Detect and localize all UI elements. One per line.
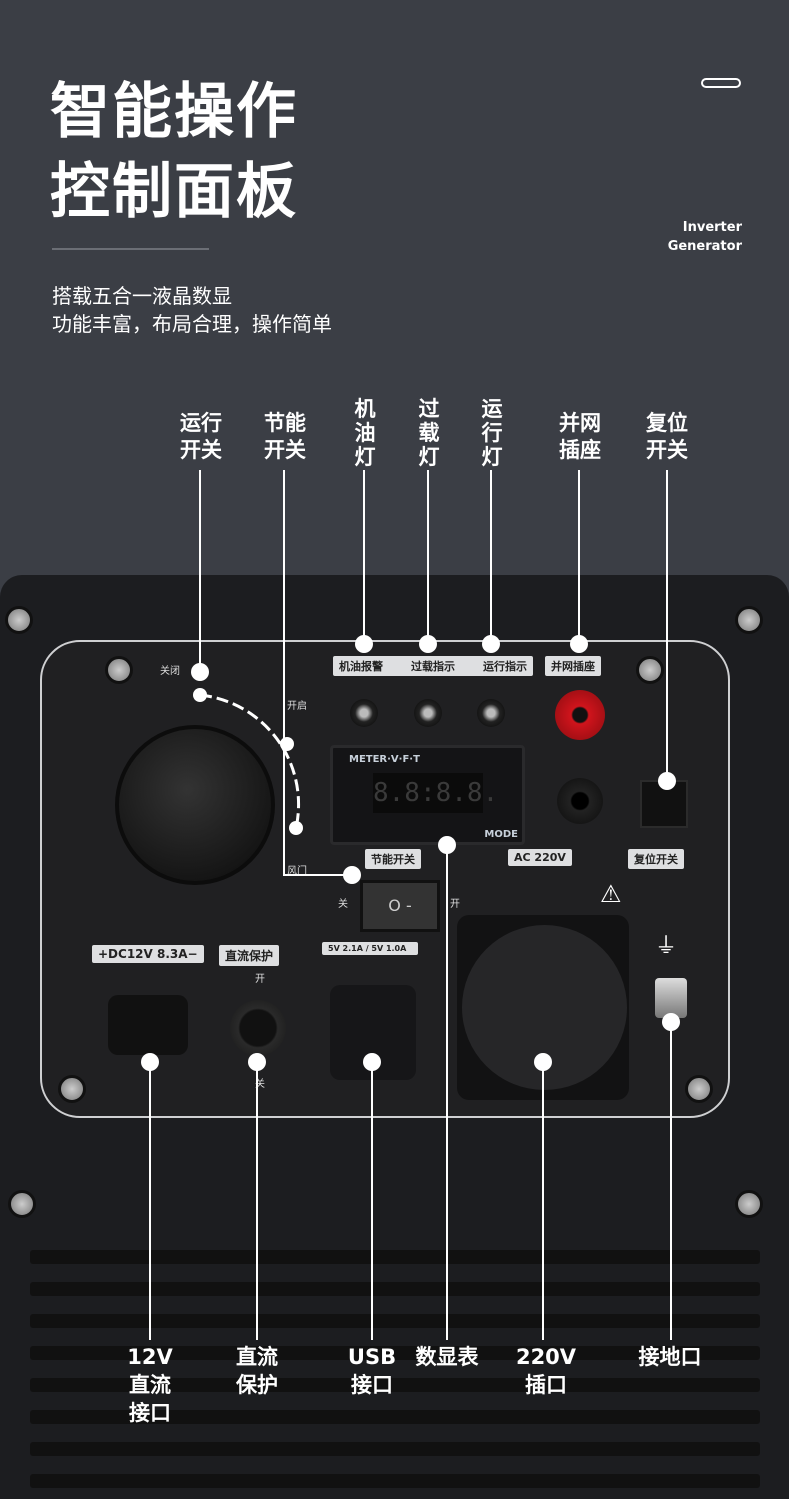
callout-220v: 220V 插口 — [515, 1345, 577, 1397]
reset-switch-tag: 复位开关 — [628, 849, 684, 869]
vent-grill — [30, 1474, 760, 1488]
callout-meter: 数显表 — [415, 1345, 479, 1369]
meter-display: 8.8:8.8. — [373, 773, 498, 813]
subtitle: 搭载五合一液晶数显功能丰富，布局合理，操作简单 — [52, 284, 332, 336]
callout-oil-light: 机 油 灯 — [354, 397, 376, 469]
screw-icon — [735, 1190, 763, 1218]
eco-switch[interactable]: O - — [360, 880, 440, 932]
ground-terminal[interactable] — [655, 978, 687, 1018]
dc-12v-socket[interactable] — [108, 995, 188, 1055]
eco-switch-tag: 节能开关 — [365, 849, 421, 869]
callout-run-switch: 运行 开关 — [180, 411, 222, 462]
switch-off-label: 关 — [338, 899, 348, 910]
dc-protect-tag: 直流保护 — [219, 945, 280, 966]
oil-alarm-tag: 机油报警 — [339, 660, 383, 673]
knob-off-label: 关闭 — [160, 666, 180, 677]
callout-grid-socket: 并网 插座 — [559, 411, 601, 462]
screw-icon — [105, 656, 133, 684]
vent-grill — [30, 1410, 760, 1424]
running-tag: 运行指示 — [483, 660, 527, 673]
callout-12v-dc: 12V 直流 接口 — [127, 1345, 173, 1425]
divider — [52, 248, 209, 250]
vent-grill — [30, 1250, 760, 1264]
vent-grill — [30, 1378, 760, 1392]
run-switch-knob[interactable] — [115, 725, 275, 885]
grid-socket-black[interactable] — [557, 778, 603, 824]
callout-dc-protect: 直流 保护 — [236, 1345, 278, 1397]
vent-grill — [30, 1314, 760, 1328]
vent-grill — [30, 1442, 760, 1456]
knob-on-label: 开启 — [287, 701, 307, 712]
digital-meter: METER·V·F·T 8.8:8.8. MODE — [330, 745, 525, 845]
screw-icon — [735, 606, 763, 634]
grid-socket-red[interactable] — [555, 690, 605, 740]
indicator-tags: 机油报警 过载指示 运行指示 — [333, 656, 533, 676]
screw-icon — [58, 1075, 86, 1103]
callout-reset-switch: 复位 开关 — [646, 411, 688, 462]
dc-on-label: 开 — [255, 974, 265, 985]
switch-on-label: 开 — [450, 899, 460, 910]
oil-indicator-light — [350, 699, 378, 727]
ground-icon: ⏚ — [655, 934, 678, 959]
vent-grill — [30, 1282, 760, 1296]
usb-tag: 5V 2.1A / 5V 1.0A — [322, 942, 418, 955]
grid-socket-tag: 并网插座 — [545, 656, 601, 676]
ac-220v-tag: AC 220V — [508, 849, 572, 866]
callout-ground: 接地口 — [638, 1345, 702, 1369]
screw-icon — [636, 656, 664, 684]
running-indicator-light — [477, 699, 505, 727]
warning-icon: ⚠ — [600, 880, 622, 908]
callout-usb: USB 接口 — [347, 1345, 397, 1397]
screw-icon — [5, 606, 33, 634]
overload-tag: 过载指示 — [411, 660, 455, 673]
callout-running-light: 运 行 灯 — [481, 397, 503, 469]
meter-label: METER·V·F·T — [349, 754, 420, 765]
dc-protect-button[interactable] — [230, 1000, 286, 1056]
page-title: 智能操作控制面板 — [50, 77, 298, 227]
screw-icon — [685, 1075, 713, 1103]
choke-label: 风门 — [287, 866, 307, 877]
dc-12v-tag: +DC12V 8.3A− — [92, 945, 204, 963]
menu-icon — [701, 78, 741, 88]
callout-overload-light: 过 载 灯 — [418, 397, 440, 469]
vent-grill — [30, 1346, 760, 1360]
screw-icon — [8, 1190, 36, 1218]
callout-eco-switch: 节能 开关 — [264, 411, 306, 462]
dc-off-label: 关 — [255, 1079, 265, 1090]
mode-button[interactable]: MODE — [484, 829, 518, 840]
overload-indicator-light — [414, 699, 442, 727]
